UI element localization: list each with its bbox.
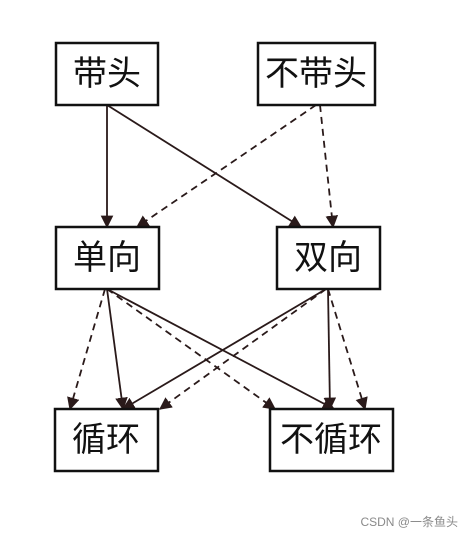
node-acyclic-label: 不循环 <box>280 420 382 460</box>
edge-no-head-to-double-dashed <box>319 104 339 229</box>
node-acyclic: 不循环 <box>268 407 395 473</box>
edge-double-to-cyclic-dashed <box>158 288 327 410</box>
edge-double-to-acyclic-solid <box>323 288 337 411</box>
edge-single-to-acyclic-solid <box>106 288 336 410</box>
node-single: 单向 <box>54 225 161 291</box>
node-cyclic-label: 循环 <box>72 420 140 460</box>
edge-single-to-cyclic-solid <box>106 288 128 411</box>
node-no-head: 不带头 <box>256 41 377 107</box>
watermark: CSDN @一条鱼头 <box>360 515 458 529</box>
edge-double-to-cyclic-solid <box>121 288 327 410</box>
edges-layer <box>67 104 368 411</box>
edge-single-to-acyclic-dashed <box>106 288 277 410</box>
node-no-head-label: 不带头 <box>265 54 367 94</box>
node-double-label: 双向 <box>294 238 362 278</box>
node-head: 带头 <box>54 41 160 107</box>
edge-double-to-acyclic-dashed <box>327 288 368 411</box>
node-cyclic: 循环 <box>53 407 160 473</box>
edge-no-head-to-single-dashed <box>135 104 317 228</box>
node-single-label: 单向 <box>73 238 141 278</box>
edge-single-to-cyclic-dashed <box>67 288 106 411</box>
node-head-label: 带头 <box>73 54 141 94</box>
edge-head-to-double-solid <box>106 104 303 228</box>
node-double: 双向 <box>275 225 382 291</box>
